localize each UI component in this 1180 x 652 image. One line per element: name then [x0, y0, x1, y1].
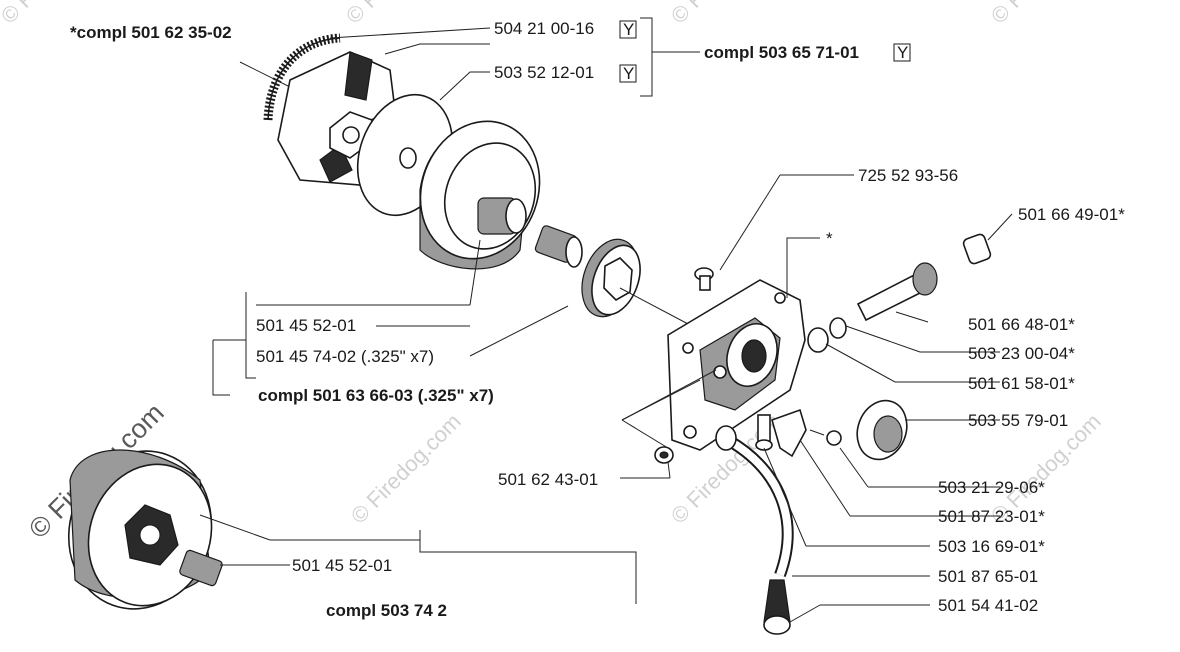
y-marker: Y	[623, 64, 634, 83]
oil-pump-assembly	[654, 233, 992, 635]
oil-hose	[715, 425, 794, 578]
small-screw	[809, 429, 842, 446]
label-503-23-00-04: 503 23 00-04*	[968, 344, 1075, 363]
label-501-87-23-01: 501 87 23-01*	[938, 507, 1045, 526]
hex-nut	[654, 446, 674, 464]
leader-lines	[199, 17, 1013, 623]
housing-screw	[694, 267, 714, 291]
label-501-45-52-01-lower: 501 45 52-01	[292, 556, 392, 575]
clutch-shoes	[277, 51, 401, 186]
label-compl-501-62-35-02: *compl 501 62 35-02	[70, 23, 232, 42]
label-501-61-58-01: 501 61 58-01*	[968, 374, 1075, 393]
adjust-screw	[755, 414, 773, 451]
label-compl-501-63-66-03: compl 501 63 66-03 (.325" x7)	[258, 386, 494, 405]
spur-sprocket-assembly	[67, 449, 223, 610]
pump-housing	[667, 279, 806, 451]
oil-plug	[856, 399, 908, 461]
label-501-45-74-02: 501 45 74-02 (.325" x7)	[256, 347, 434, 366]
y-marker: Y	[897, 43, 908, 62]
rim-sprocket	[581, 238, 641, 318]
label-star: *	[826, 229, 833, 248]
watermark-faint: © Firedog.com	[341, 0, 461, 29]
label-503-16-69-01: 503 16 69-01*	[938, 537, 1045, 556]
sleeve-part	[962, 233, 992, 265]
label-504-21-00-16: 504 21 00-16	[494, 19, 594, 38]
label-725-52-93-56: 725 52 93-56	[858, 166, 958, 185]
label-503-21-29-06: 503 21 29-06*	[938, 478, 1045, 497]
label-compl-503-74: compl 503 74 2	[326, 601, 447, 620]
clutch-assembly	[239, 33, 691, 326]
label-501-62-43-01: 501 62 43-01	[498, 470, 598, 489]
label-501-66-48-01: 501 66 48-01*	[968, 315, 1075, 334]
label-503-52-12-01: 503 52 12-01	[494, 63, 594, 82]
clutch-spring	[263, 33, 341, 121]
label-501-45-52-01: 501 45 52-01	[256, 316, 356, 335]
pump-spring	[807, 317, 847, 353]
watermark-faint: © Firedog.com	[346, 409, 466, 529]
watermark-faint: © Firedog.com	[986, 0, 1106, 29]
y-box	[893, 43, 911, 62]
clutch-drum	[419, 120, 541, 270]
y-box	[619, 64, 637, 83]
label-501-54-41-02: 501 54 41-02	[938, 596, 1038, 615]
label-501-66-49-01: 501 66 49-01*	[1018, 205, 1125, 224]
label-503-55-79-01: 503 55 79-01	[968, 411, 1068, 430]
pump-bracket	[771, 408, 807, 458]
label-compl-503-65-71-01: compl 503 65 71-01	[704, 43, 859, 62]
y-marker: Y	[623, 20, 634, 39]
y-box	[619, 20, 637, 39]
part-labels: *compl 501 62 35-02 504 21 00-16 Y 503 5…	[70, 19, 1125, 620]
needle-bearing	[534, 225, 583, 268]
pump-shaft	[856, 262, 938, 322]
oil-filter	[763, 579, 791, 635]
label-501-87-65-01: 501 87 65-01	[938, 567, 1038, 586]
watermark-faint: © Firedog.com	[666, 0, 786, 29]
